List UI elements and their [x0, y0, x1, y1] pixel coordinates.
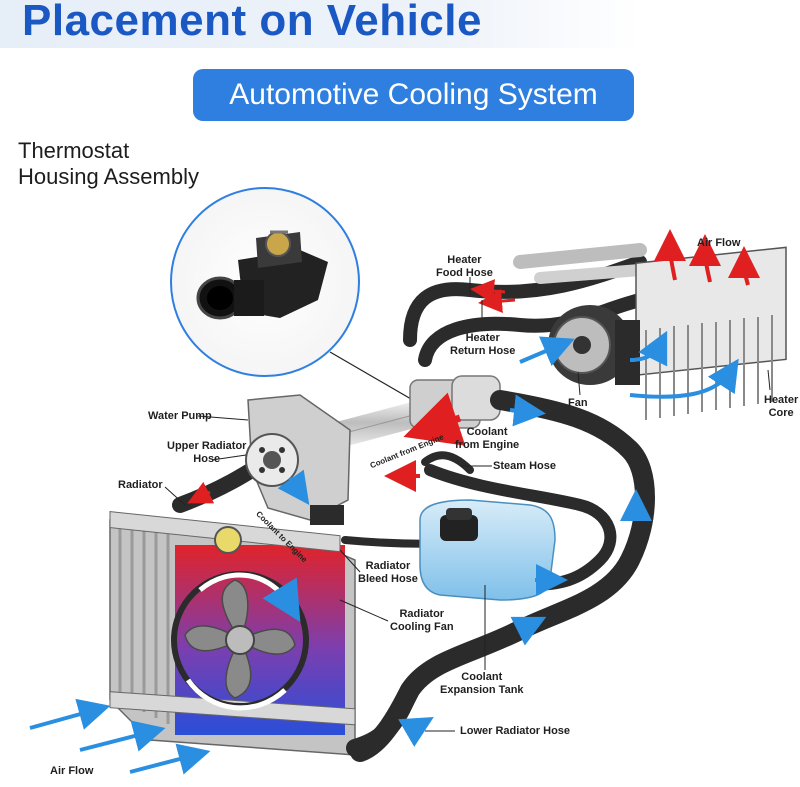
inset-title-line2: Housing Assembly — [18, 164, 199, 189]
flow-arrows — [29, 229, 761, 775]
label-steam-hose: Steam Hose — [493, 460, 556, 472]
expansion-tank — [419, 499, 556, 601]
title-band — [0, 0, 800, 48]
label-heater-core-line1: Heater — [764, 394, 799, 406]
label-heater-core: Heater Core — [764, 394, 798, 420]
label-radiator-bleed-hose-line1: Radiator — [365, 560, 411, 572]
label-air-flow-bottom: Air Flow — [50, 765, 94, 777]
label-radiator-cooling-fan: Radiator Cooling Fan — [390, 608, 454, 634]
label-coolant-expansion-tank-line1: Coolant — [461, 671, 503, 683]
label-heater-return-hose-line2: Return Hose — [450, 345, 516, 357]
label-upper-radiator-hose: Upper Radiator Hose — [167, 440, 246, 466]
label-radiator: Radiator — [118, 479, 163, 491]
blower-fan — [548, 305, 640, 385]
label-radiator-bleed-hose: Radiator Bleed Hose — [358, 560, 418, 586]
label-radiator-bleed-hose-line2: Bleed Hose — [358, 573, 418, 585]
label-fan: Fan — [568, 397, 588, 409]
inset-title-line1: Thermostat — [18, 138, 130, 163]
label-heater-food-hose-line1: Heater — [447, 254, 482, 266]
water-pump — [245, 394, 351, 525]
inset-title: Thermostat Housing Assembly — [18, 138, 199, 190]
label-heater-food-hose-line2: Food Hose — [436, 267, 493, 279]
cooling-fan — [171, 571, 309, 711]
label-radiator-cooling-fan-line2: Cooling Fan — [390, 621, 454, 633]
page-title: Placement on Vehicle — [22, 0, 482, 45]
label-heater-food-hose: Heater Food Hose — [436, 254, 493, 280]
label-heater-core-line2: Core — [768, 407, 794, 419]
thermostat-inset — [170, 187, 431, 411]
steam-hose — [421, 451, 474, 474]
label-heater-return-hose-line1: Heater — [465, 332, 500, 344]
label-upper-radiator-hose-line1: Upper Radiator — [167, 440, 247, 452]
leader-lines — [164, 277, 771, 732]
subtitle-pill: Automotive Cooling System — [193, 69, 634, 121]
label-water-pump: Water Pump — [148, 410, 212, 422]
label-coolant-from-engine: Coolant from Engine — [455, 426, 519, 452]
lower-radiator-hose — [346, 681, 419, 757]
thermostat-housing-icon — [196, 230, 328, 320]
label-coolant-expansion-tank-line2: Expansion Tank — [440, 684, 524, 696]
label-upper-radiator-hose-line2: Hose — [193, 453, 221, 465]
label-air-flow-top: Air Flow — [697, 237, 741, 249]
label-coolant-expansion-tank: Coolant Expansion Tank — [440, 671, 524, 697]
label-lower-radiator-hose: Lower Radiator Hose — [460, 725, 571, 737]
label-coolant-from-engine-line2: from Engine — [455, 439, 520, 451]
label-coolant-from-engine-line1: Coolant — [466, 426, 508, 438]
label-heater-return-hose: Heater Return Hose — [450, 332, 515, 358]
label-radiator-cooling-fan-line1: Radiator — [399, 608, 445, 620]
